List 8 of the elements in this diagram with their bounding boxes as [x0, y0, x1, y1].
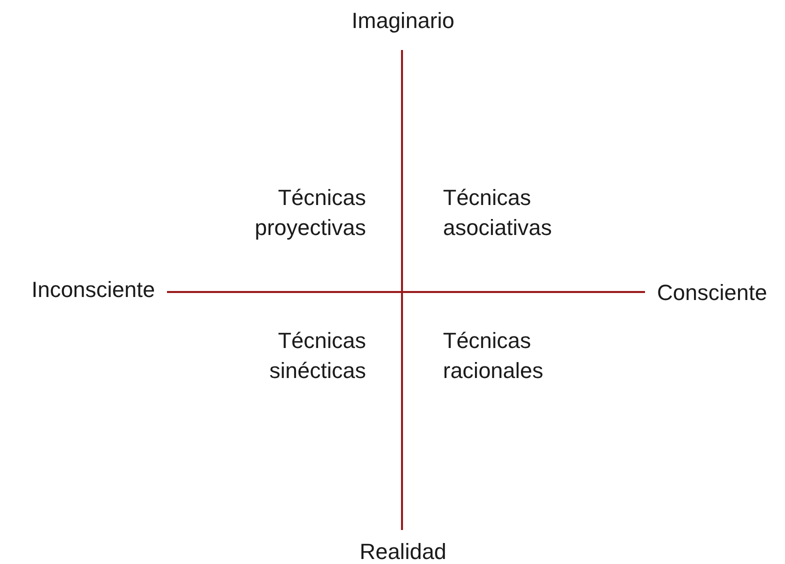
quadrant-label: Técnicas racionales — [443, 327, 544, 385]
axis-label: Consciente — [657, 279, 768, 307]
axis-label: Inconsciente — [30, 276, 155, 304]
axis-label: Imaginario — [350, 7, 456, 35]
quadrant-label: Técnicas asociativas — [443, 184, 553, 242]
axis-label: Realidad — [358, 538, 448, 564]
quadrant-label: Técnicas proyectivas — [254, 184, 366, 242]
quadrant-label: Técnicas sinécticas — [268, 327, 366, 385]
